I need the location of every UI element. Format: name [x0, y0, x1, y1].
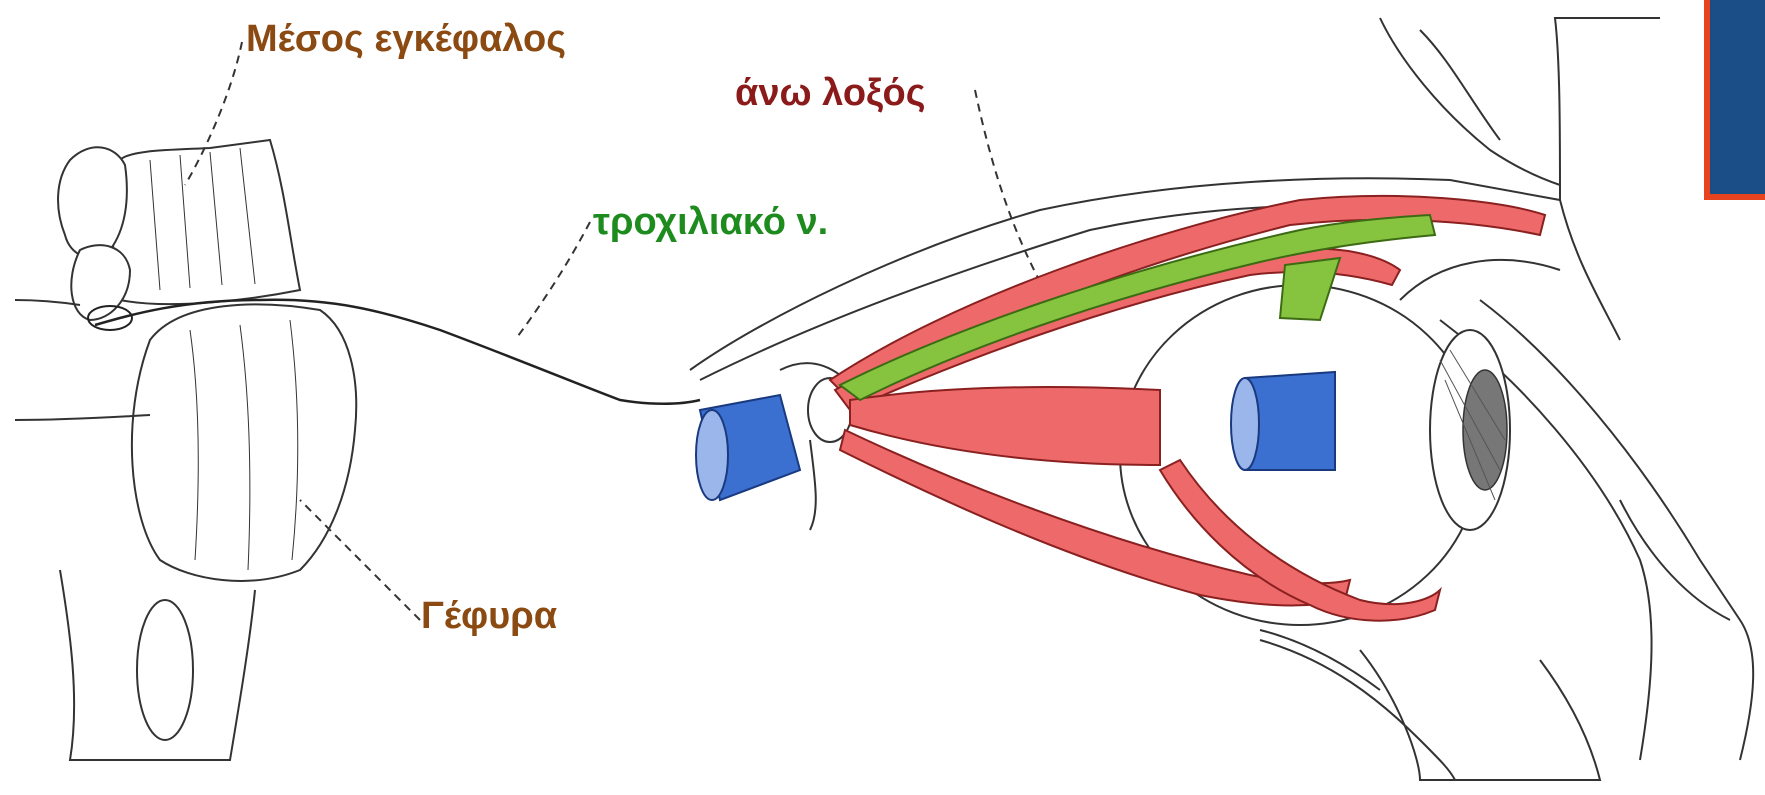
brainstem: [15, 140, 356, 760]
label-superior-oblique: άνω λοξός: [735, 74, 925, 112]
corner-accent-box: [1704, 0, 1765, 200]
label-midbrain: Μέσος εγκέφαλος: [246, 20, 566, 58]
label-pons: Γέφυρα: [421, 597, 557, 635]
label-trochlear-nerve: τροχιλιακό ν.: [593, 203, 828, 241]
